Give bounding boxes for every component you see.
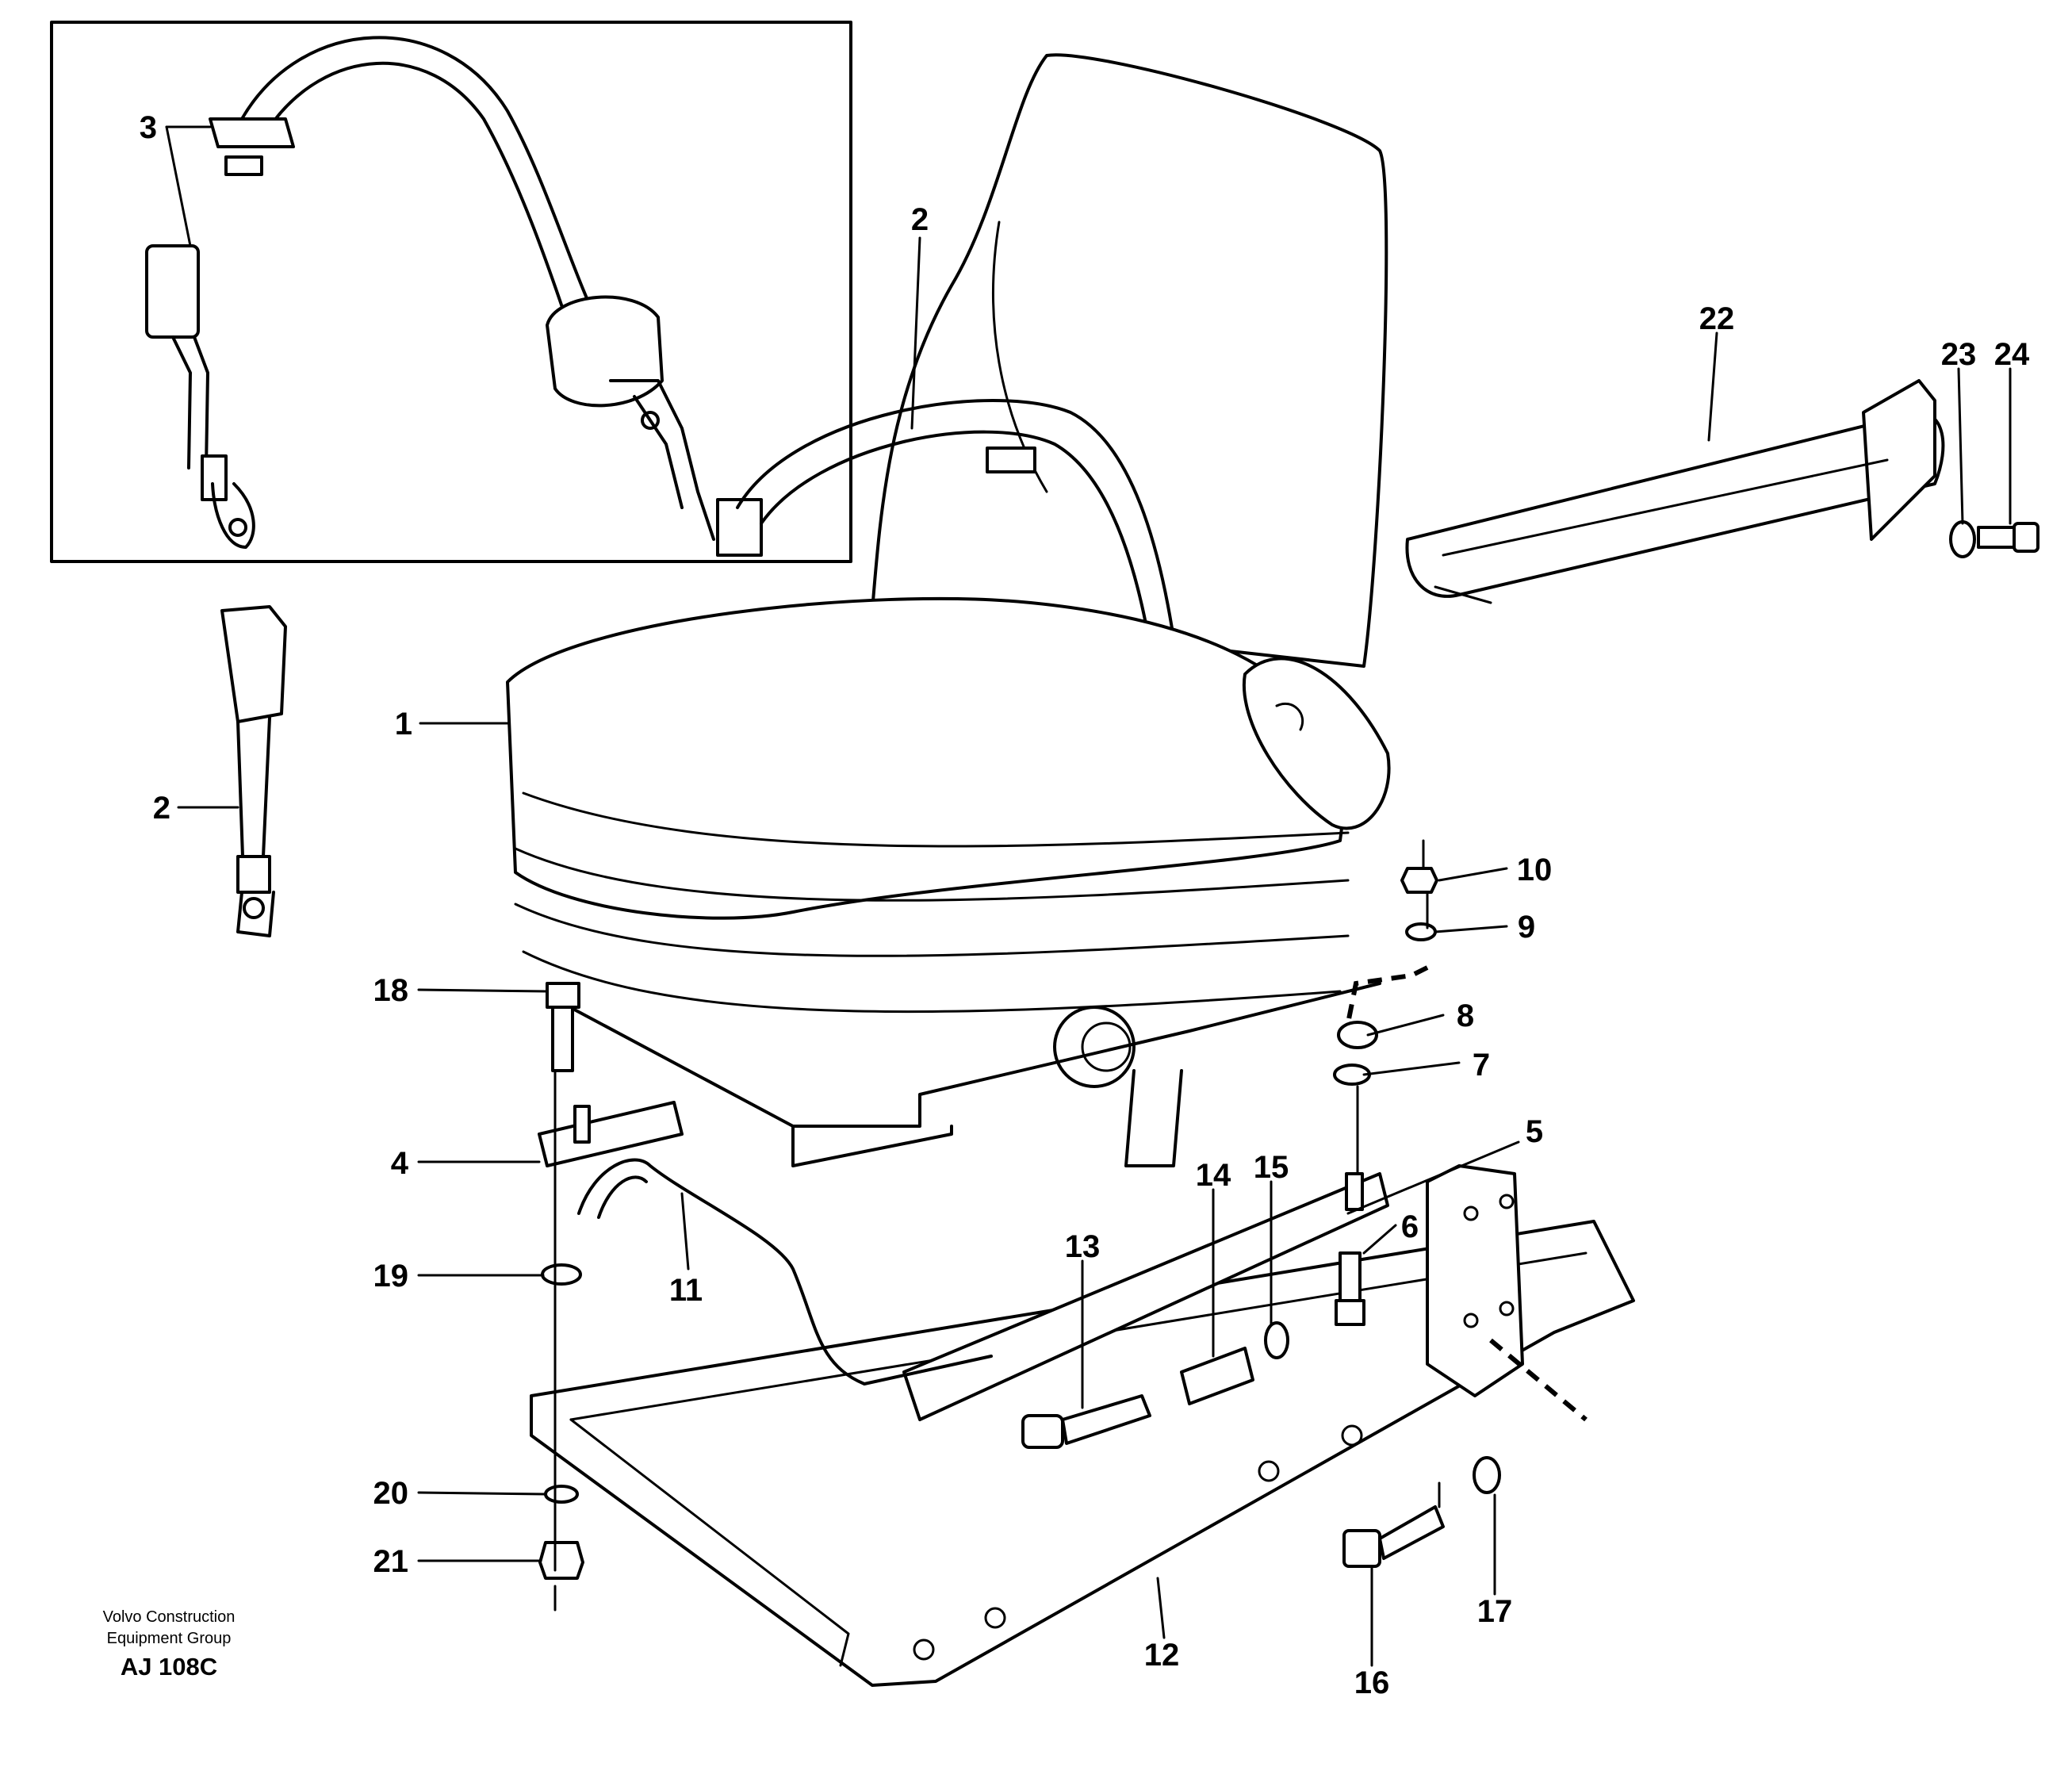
inset-frame <box>50 21 852 563</box>
callout-7: 7 <box>1473 1048 1490 1083</box>
callout-5: 5 <box>1526 1114 1543 1149</box>
callout-23: 23 <box>1941 337 1977 372</box>
footer-code: AJ 108C <box>121 1653 217 1681</box>
callout-4: 4 <box>391 1146 409 1181</box>
armrest <box>1405 379 2039 604</box>
seat-belt-inset <box>145 36 763 557</box>
footer-line2: Equipment Group <box>107 1630 232 1647</box>
callout-3: 3 <box>140 110 157 145</box>
seat-assembly <box>506 53 1391 1167</box>
callout-labels: 1 2 2 3 4 5 6 7 8 9 10 11 12 13 14 15 16… <box>140 110 2030 1700</box>
callout-9: 9 <box>1518 910 1535 945</box>
callout-13: 13 <box>1065 1229 1101 1264</box>
callout-15: 15 <box>1254 1150 1289 1185</box>
callout-10: 10 <box>1517 853 1553 887</box>
callout-1: 1 <box>395 707 412 742</box>
callout-20: 20 <box>373 1476 409 1511</box>
callout-17: 17 <box>1477 1594 1513 1629</box>
callout-8: 8 <box>1457 998 1474 1033</box>
callout-18: 18 <box>373 973 409 1008</box>
callout-21: 21 <box>373 1544 409 1579</box>
callout-16: 16 <box>1354 1665 1390 1700</box>
callout-2-buckle: 2 <box>153 791 170 826</box>
seat-base <box>530 839 1635 1687</box>
callout-22: 22 <box>1699 301 1735 336</box>
callout-2-belt: 2 <box>911 202 929 237</box>
footer: Volvo Construction Equipment Group AJ 10… <box>103 1608 236 1681</box>
buckle-left <box>220 605 287 937</box>
footer-line1: Volvo Construction <box>103 1608 236 1626</box>
callout-14: 14 <box>1196 1158 1231 1193</box>
callout-12: 12 <box>1144 1638 1180 1673</box>
leader-lines <box>165 125 2012 1667</box>
callout-11: 11 <box>669 1273 703 1308</box>
callout-19: 19 <box>373 1259 409 1294</box>
callout-24: 24 <box>1994 337 2030 372</box>
callout-6: 6 <box>1401 1209 1419 1244</box>
